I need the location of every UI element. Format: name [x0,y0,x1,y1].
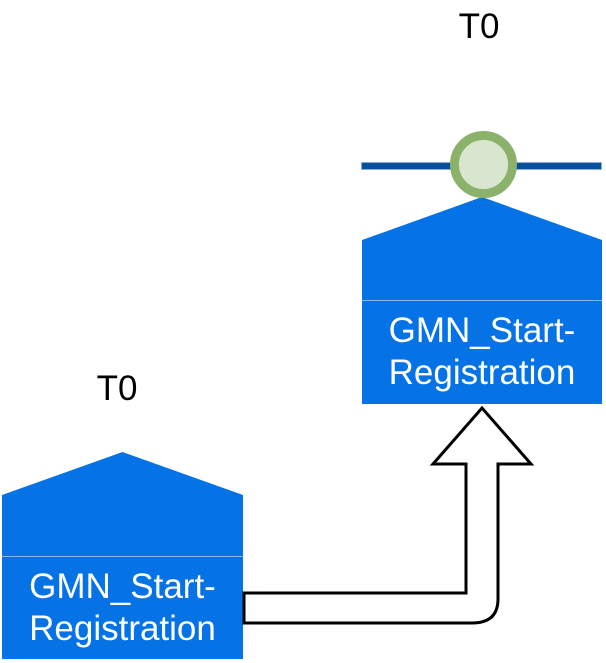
milestone-circle-icon[interactable] [450,131,517,198]
node-label-line1: GMN_Start- [29,566,216,606]
node-label-line2: Registration [388,353,576,392]
timestamp-label-left: T0 [96,369,138,408]
node-left-gmn-start-registration[interactable]: GMN_Start- Registration [2,452,243,659]
node-label-line1: GMN_Start- [388,311,576,350]
timestamp-label-right: T0 [458,7,500,46]
node-label: GMN_Start- Registration [2,556,243,659]
node-label: GMN_Start- Registration [362,300,602,404]
node-divider [2,556,243,557]
node-label-line2: Registration [29,608,216,648]
node-divider [362,300,602,301]
node-right-gmn-start-registration[interactable]: GMN_Start- Registration [362,197,602,404]
